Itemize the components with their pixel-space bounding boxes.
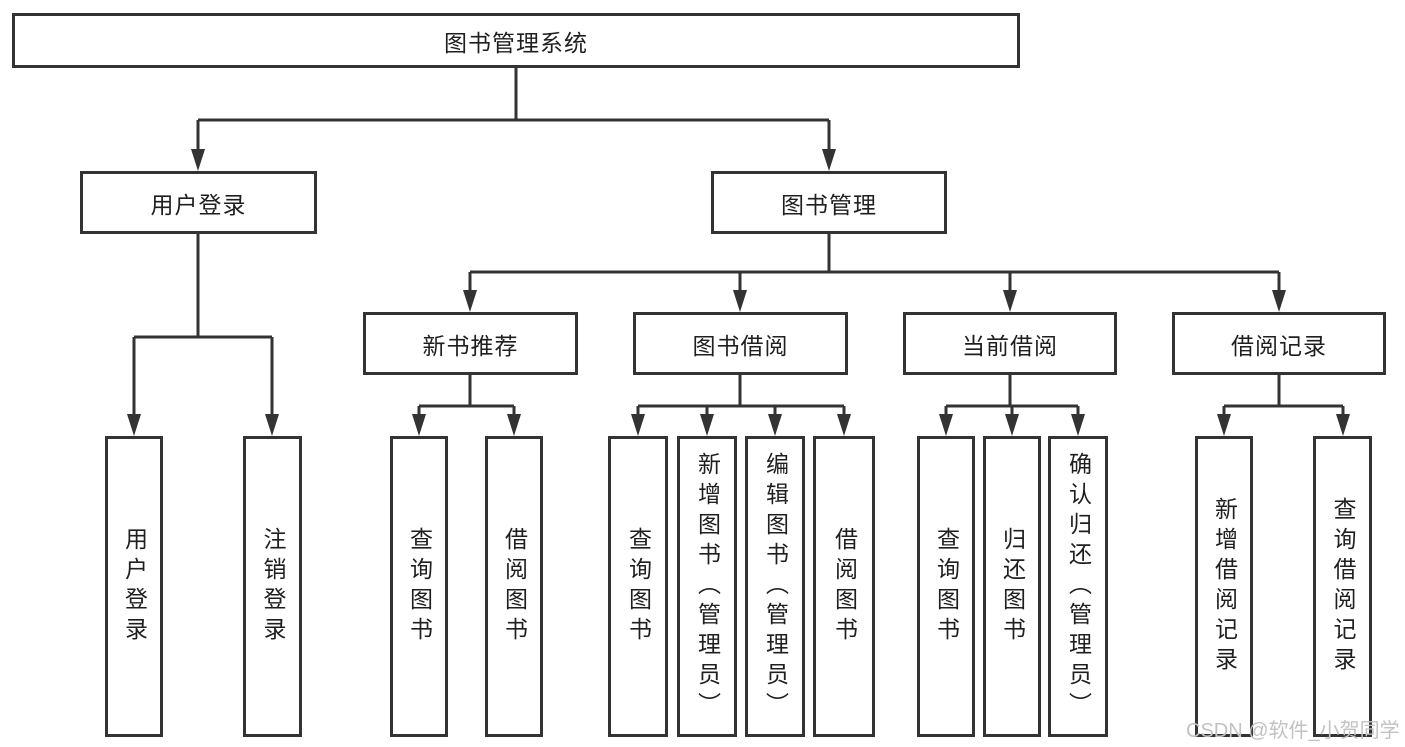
csdn-watermark: CSDN @软件_小贺同学 [1186,720,1400,742]
node-borrow-records-label: 借阅记录 [1231,332,1327,359]
leaf-query-books-borrow-label: 查询图书 [625,526,652,647]
leaf-return-books: 归还图书 [983,436,1041,737]
leaf-edit-books-admin-label: 编辑图书（管理员） [762,451,789,722]
leaf-add-books-admin: 新增图书（管理员） [677,436,737,737]
leaf-add-books-admin-label: 新增图书（管理员） [694,451,721,722]
node-borrow-records: 借阅记录 [1172,312,1386,375]
node-current-borrow: 当前借阅 [903,312,1117,375]
leaf-add-borrow-record-label: 新增借阅记录 [1211,496,1238,677]
node-book-borrow: 图书借阅 [633,312,848,375]
leaf-return-books-label: 归还图书 [999,526,1026,647]
leaf-query-books-current: 查询图书 [917,436,975,737]
node-user-login-module-label: 用户登录 [150,191,247,218]
leaf-query-borrow-record-label: 查询借阅记录 [1330,496,1356,677]
node-new-book-recommend: 新书推荐 [363,312,578,375]
leaf-query-books-recommend: 查询图书 [390,436,448,737]
leaf-query-books-borrow: 查询图书 [608,436,668,737]
node-user-login-module: 用户登录 [80,171,317,234]
node-book-management-module-label: 图书管理 [781,191,877,218]
leaf-query-books-current-label: 查询图书 [933,526,960,647]
leaf-borrow-books-recommend-label: 借阅图书 [501,526,528,647]
leaf-logout-label: 注销登录 [260,526,286,647]
leaf-confirm-return-admin: 确认归还（管理员） [1048,436,1108,737]
node-root-label: 图书管理系统 [444,29,588,56]
leaf-borrow-books-recommend: 借阅图书 [485,436,543,737]
node-new-book-recommend-label: 新书推荐 [422,332,519,359]
leaf-logout: 注销登录 [243,436,302,737]
leaf-borrow-books-label: 借阅图书 [831,526,858,647]
leaf-confirm-return-admin-label: 确认归还（管理员） [1065,451,1092,722]
leaf-user-login: 用户登录 [105,436,163,737]
leaf-edit-books-admin: 编辑图书（管理员） [745,436,805,737]
node-book-management-module: 图书管理 [711,171,947,234]
leaf-borrow-books: 借阅图书 [813,436,875,737]
leaf-query-books-recommend-label: 查询图书 [406,526,433,647]
node-book-borrow-label: 图书借阅 [692,332,789,359]
leaf-query-borrow-record: 查询借阅记录 [1313,436,1372,737]
leaf-user-login-label: 用户登录 [121,526,148,647]
node-root: 图书管理系统 [12,13,1020,68]
leaf-add-borrow-record: 新增借阅记录 [1195,436,1253,737]
node-current-borrow-label: 当前借阅 [962,332,1058,359]
